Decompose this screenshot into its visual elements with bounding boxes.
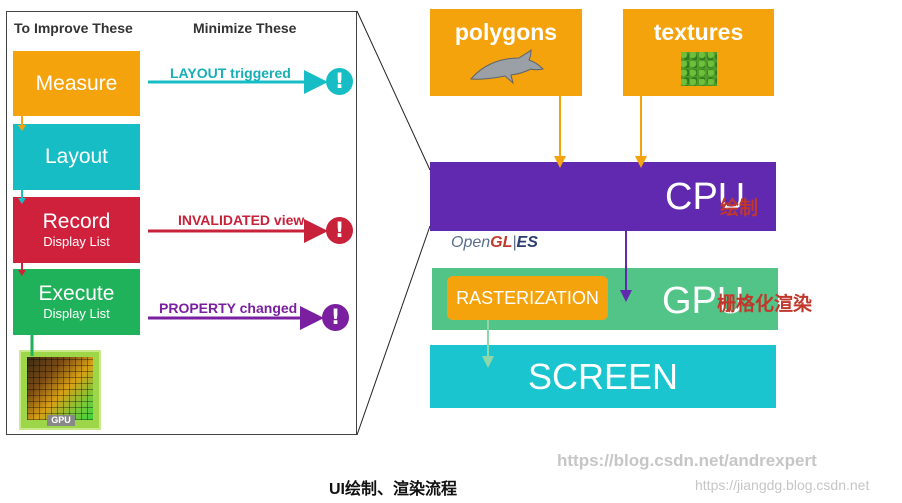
step-execute-subtitle: Display List <box>43 306 110 322</box>
trigger-invalidated-label: INVALIDATED view <box>178 212 305 228</box>
watermark-small: https://jiangdg.blog.csdn.net <box>695 477 870 493</box>
step-layout: Layout <box>13 124 140 190</box>
input-polygons-label: polygons <box>454 19 558 45</box>
step-execute: Execute Display List <box>13 269 140 335</box>
step-execute-title: Execute <box>38 282 115 306</box>
step-measure-title: Measure <box>35 71 118 95</box>
step-layout-title: Layout <box>44 145 109 169</box>
opengl-logo-part-a: Open <box>451 234 491 251</box>
dolphin-model-icon <box>469 49 545 85</box>
gpu-chip-label: GPU <box>47 415 75 426</box>
step-record: Record Display List <box>13 197 140 263</box>
step-measure: Measure <box>13 51 140 116</box>
step-record-title: Record <box>42 210 111 234</box>
gpu-note: 栅格化渲染 <box>717 294 813 315</box>
input-textures: textures <box>623 9 774 96</box>
opengl-logo-part-c: ES <box>516 234 538 251</box>
cpu-label: CPU <box>665 176 746 218</box>
header-to-improve: To Improve These <box>14 20 133 36</box>
watermark: https://blog.csdn.net/andrexpert <box>557 451 817 470</box>
opengl-es-logo: OpenGL|ES <box>451 234 538 251</box>
exclamation-icon: ! <box>326 217 353 244</box>
grass-texture-icon <box>680 52 717 86</box>
header-minimize: Minimize These <box>193 20 297 36</box>
zoom-line-top <box>356 10 431 171</box>
caption: UI绘制、渲染流程 <box>329 481 458 498</box>
exclamation-icon: ! <box>322 304 349 331</box>
input-polygons: polygons <box>430 9 582 96</box>
trigger-property-label: PROPERTY changed <box>159 300 298 316</box>
gpu-chip-grid <box>27 357 93 420</box>
exclamation-icon: ! <box>326 68 353 95</box>
cpu-note: 绘制 <box>720 198 759 219</box>
rasterization-box: RASTERIZATION <box>447 276 608 320</box>
gpu-chip-icon: GPU <box>19 350 101 430</box>
gpu-label: GPU <box>662 280 745 322</box>
trigger-layout-label: LAYOUT triggered <box>170 65 291 81</box>
input-textures-label: textures <box>653 19 744 45</box>
step-record-subtitle: Display List <box>43 234 110 250</box>
screen-label: SCREEN <box>527 355 679 397</box>
opengl-logo-part-b: GL <box>490 234 513 251</box>
cpu-stage: CPU <box>430 162 776 231</box>
zoom-line-bottom <box>356 225 431 436</box>
rasterization-label: RASTERIZATION <box>456 287 599 308</box>
